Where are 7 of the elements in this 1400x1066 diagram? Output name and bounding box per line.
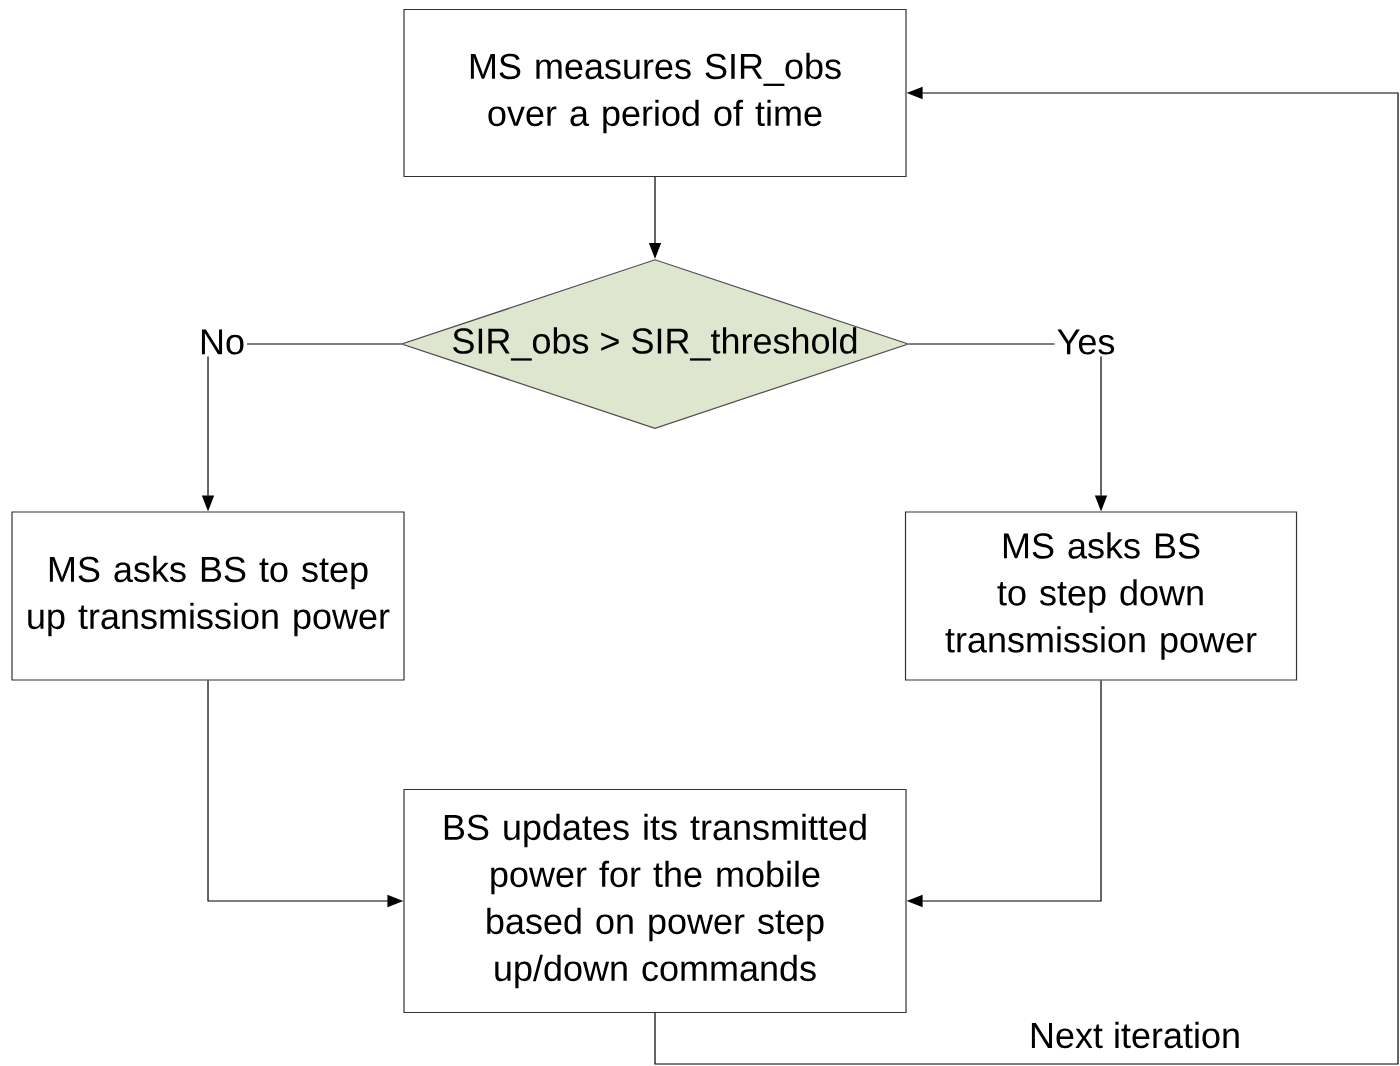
process-box: MS asks BS to step up transmission power [11,511,405,681]
process-box: MS asks BS to step down transmission power [904,511,1298,681]
edge-label: Next iteration [1026,1019,1244,1051]
process-box: BS updates its transmitted power for the mobile based on power step up/down commands [403,788,907,1014]
process-box: MS measures SIR_obs over a period of time [403,8,907,178]
edge-label: Yes [1054,327,1118,357]
edge-label: No [197,327,247,357]
